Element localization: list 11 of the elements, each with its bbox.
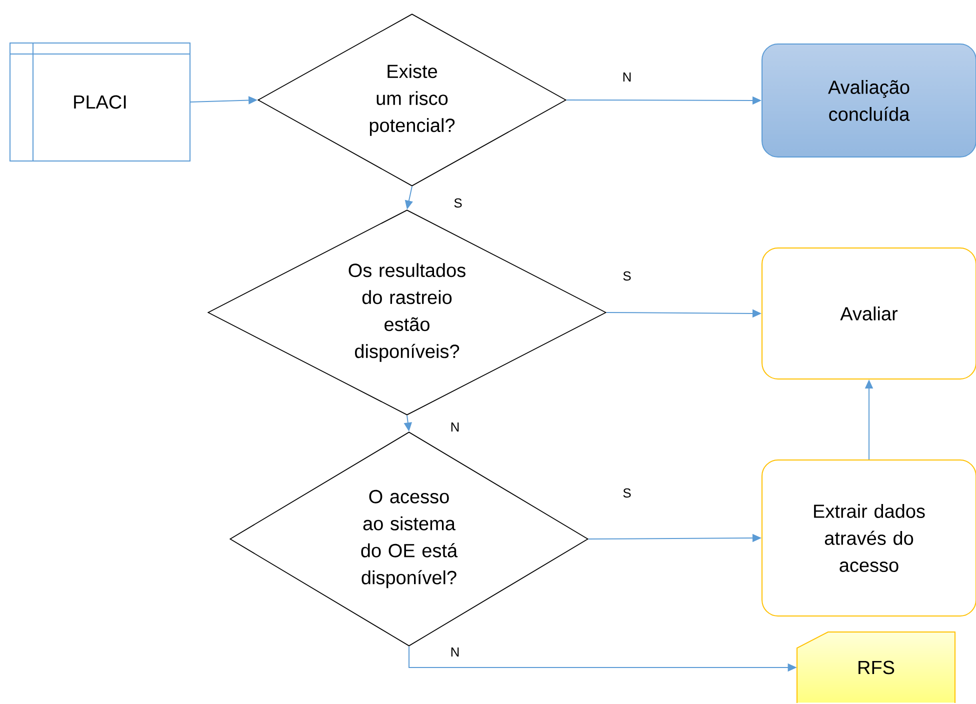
edge-label: S — [623, 271, 631, 281]
edge-label: S — [454, 198, 462, 208]
edge-label: N — [623, 72, 631, 82]
storage-box: PLACI — [10, 42, 190, 162]
process-box: Avaliar — [762, 248, 976, 380]
terminal-box: Avaliação concluída — [762, 44, 976, 158]
edge-label: S — [623, 488, 631, 498]
process-box: Extrair dados através do acesso — [762, 460, 976, 616]
edge-label: N — [451, 422, 459, 432]
edge-label: N — [451, 648, 459, 656]
card-box: RFS — [796, 632, 956, 704]
